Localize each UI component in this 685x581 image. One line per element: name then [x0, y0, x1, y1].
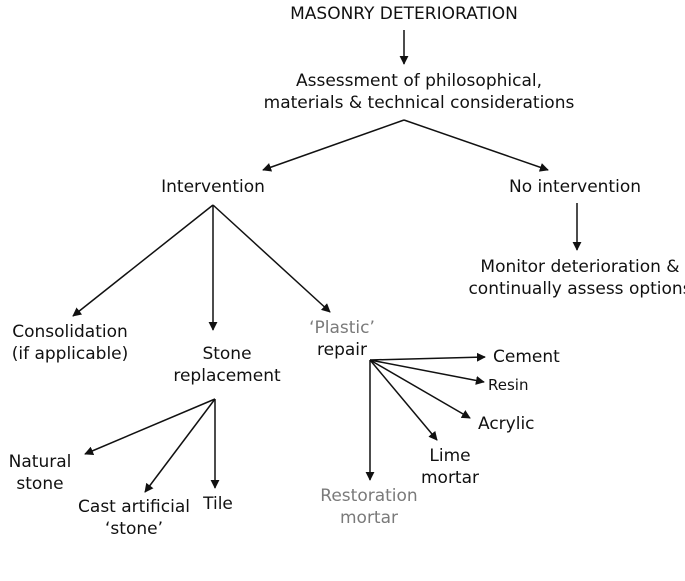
arrow-plastic-to-acrylic — [369, 359, 471, 419]
acrylic-label: Acrylic — [478, 414, 535, 434]
restoration-mortar-line-1: Restoration — [320, 486, 418, 506]
arrow-assessment-to-intervention — [262, 119, 405, 172]
arrow-intervention-to-plastic-repair — [212, 204, 331, 313]
natural-stone-line-1: Natural — [8, 452, 72, 472]
assessment-line-2: materials & technical considerations — [263, 93, 575, 113]
consolidation-line-2: (if applicable) — [11, 344, 129, 364]
monitor-line-1: Monitor deterioration & — [480, 257, 680, 277]
lime-mortar-line-1: Lime — [429, 446, 471, 466]
tile-label: Tile — [203, 494, 233, 514]
tile-node: Tile — [203, 493, 233, 515]
arrow-stone-to-natural-stone — [84, 398, 216, 455]
cast-artificial-stone-line-1: Cast artificial — [78, 497, 190, 517]
arrow-stone-to-cast-stone — [144, 398, 216, 493]
assessment-node: Assessment of philosophical, materials &… — [264, 70, 575, 114]
restoration-mortar-node: Restoration mortar — [320, 485, 417, 529]
intervention-node: Intervention — [161, 176, 265, 198]
stone-replacement-line-1: Stone — [202, 344, 252, 364]
plastic-repair-node: ‘Plastic’ repair — [309, 317, 375, 361]
cast-artificial-stone-node: Cast artificial ‘stone’ — [78, 496, 190, 540]
lime-mortar-line-2: mortar — [420, 468, 480, 488]
root-node: MASONRY DETERIORATION — [290, 3, 518, 25]
cement-label: Cement — [493, 347, 560, 367]
resin-node: Resin — [488, 375, 528, 395]
natural-stone-node: Natural stone — [9, 451, 72, 495]
consolidation-node: Consolidation (if applicable) — [12, 321, 129, 365]
plastic-repair-line-2: repair — [316, 340, 367, 360]
arrow-plastic-to-lime-mortar — [369, 359, 438, 441]
stone-replacement-node: Stone replacement — [173, 343, 280, 387]
no-intervention-label: No intervention — [509, 177, 641, 197]
restoration-mortar-line-2: mortar — [339, 508, 399, 528]
resin-label: Resin — [488, 376, 529, 394]
arrow-assessment-to-no-intervention — [403, 119, 549, 172]
cement-node: Cement — [493, 346, 560, 368]
no-intervention-node: No intervention — [509, 176, 641, 198]
root-label: MASONRY DETERIORATION — [290, 4, 518, 24]
acrylic-node: Acrylic — [478, 413, 535, 435]
monitor-line-2: continually assess options — [468, 279, 685, 299]
plastic-repair-line-1: ‘Plastic’ — [309, 318, 375, 338]
monitor-node: Monitor deterioration & continually asse… — [468, 256, 685, 300]
arrow-plastic-to-cement — [369, 352, 486, 362]
assessment-line-1: Assessment of philosophical, — [295, 71, 543, 91]
lime-mortar-node: Lime mortar — [421, 445, 479, 489]
stone-replacement-line-2: replacement — [173, 366, 281, 386]
arrow-plastic-to-resin — [369, 359, 485, 385]
arrow-intervention-to-consolidation — [72, 204, 214, 317]
cast-artificial-stone-line-2: ‘stone’ — [105, 519, 163, 539]
natural-stone-line-2: stone — [16, 474, 64, 494]
intervention-label: Intervention — [161, 177, 265, 197]
consolidation-line-1: Consolidation — [12, 322, 128, 342]
